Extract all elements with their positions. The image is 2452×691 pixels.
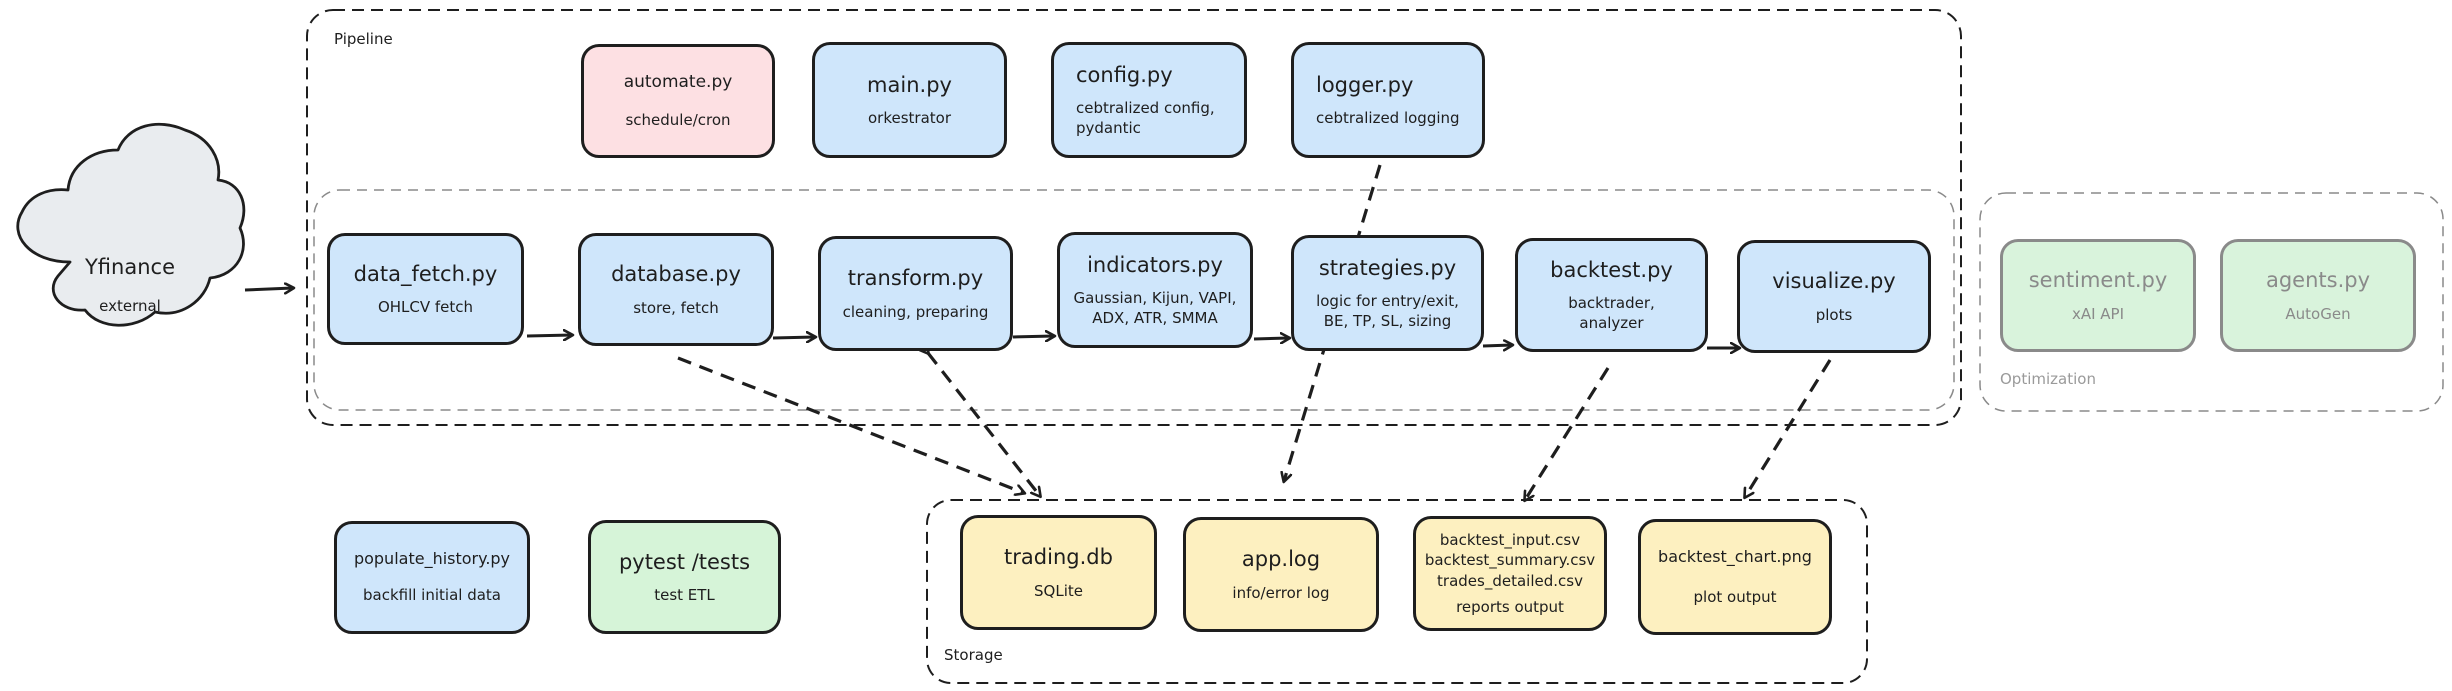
visualize-node[interactable]: visualize.py plots — [1737, 240, 1931, 353]
data-fetch-subtitle: OHLCV fetch — [377, 298, 474, 316]
strategies-node[interactable]: strategies.py logic for entry/exit, BE, … — [1291, 235, 1484, 351]
sentiment-subtitle: xAI API — [2071, 304, 2125, 323]
agents-title: agents.py — [2265, 268, 2371, 293]
transform-node[interactable]: transform.py cleaning, preparing — [818, 236, 1013, 351]
arrow-backtest-to-reports — [1525, 367, 1610, 500]
indicators-title: indicators.py — [1087, 252, 1223, 277]
logger-node[interactable]: logger.py cebtralized logging — [1291, 42, 1485, 158]
visualize-title: visualize.py — [1772, 269, 1896, 294]
config-node[interactable]: config.py cebtralized config, pydantic — [1051, 42, 1247, 158]
storage-group-label: Storage — [944, 646, 1003, 664]
reports-subtitle: reports output — [1456, 597, 1564, 616]
backtest-subtitle: backtrader, analyzer — [1568, 293, 1655, 333]
automate-title: automate.py — [623, 72, 733, 93]
reports-node[interactable]: backtest_input.csv backtest_summary.csv … — [1413, 516, 1607, 631]
data-fetch-title: data_fetch.py — [353, 261, 498, 286]
app-log-node[interactable]: app.log info/error log — [1183, 517, 1379, 632]
backtest-title: backtest.py — [1550, 257, 1673, 282]
yfinance-cloud-shape — [16, 122, 246, 327]
populate-history-subtitle: backfill initial data — [362, 586, 501, 605]
arrow-visualize-to-chart — [1745, 359, 1832, 497]
chart-node[interactable]: backtest_chart.png plot output — [1638, 519, 1832, 635]
yfinance-node[interactable]: Yfinance external — [60, 255, 200, 315]
app-log-title: app.log — [1241, 547, 1321, 572]
strategies-subtitle: logic for entry/exit, BE, TP, SL, sizing — [1316, 291, 1459, 331]
chart-title: backtest_chart.png — [1658, 546, 1812, 566]
populate-history-title: populate_history.py — [353, 549, 511, 569]
transform-title: transform.py — [847, 266, 984, 291]
agents-node[interactable]: agents.py AutoGen — [2220, 239, 2416, 352]
agents-subtitle: AutoGen — [2285, 304, 2351, 323]
yfinance-subtitle: external — [99, 297, 161, 315]
sentiment-node[interactable]: sentiment.py xAI API — [2000, 239, 2196, 352]
database-node[interactable]: database.py store, fetch — [578, 233, 774, 346]
indicators-node[interactable]: indicators.py Gaussian, Kijun, VAPI, ADX… — [1057, 232, 1253, 348]
pipeline-group-frame — [306, 9, 1962, 426]
storage-group-frame — [926, 499, 1868, 684]
indicators-subtitle: Gaussian, Kijun, VAPI, ADX, ATR, SMMA — [1073, 288, 1237, 328]
database-subtitle: store, fetch — [633, 298, 719, 317]
pytest-node[interactable]: pytest /tests test ETL — [588, 520, 781, 634]
config-title: config.py — [1076, 62, 1173, 87]
app-log-subtitle: info/error log — [1232, 583, 1330, 602]
arrow-transform-to-indicators — [1012, 336, 1054, 337]
arrow-data-fetch-to-database — [526, 335, 572, 336]
trading-db-title: trading.db — [1004, 545, 1113, 570]
strategies-title: strategies.py — [1318, 255, 1457, 280]
populate-history-node[interactable]: populate_history.py backfill initial dat… — [334, 521, 530, 634]
trading-db-node[interactable]: trading.db SQLite — [960, 515, 1157, 630]
pytest-subtitle: test ETL — [654, 586, 715, 604]
chart-subtitle: plot output — [1693, 587, 1777, 606]
logger-subtitle: cebtralized logging — [1316, 109, 1460, 127]
backtest-node[interactable]: backtest.py backtrader, analyzer — [1515, 238, 1708, 352]
arrow-indicators-to-strategies — [1253, 338, 1289, 339]
visualize-subtitle: plots — [1815, 305, 1853, 324]
logger-title: logger.py — [1316, 72, 1414, 97]
trading-db-subtitle: SQLite — [1034, 581, 1083, 600]
database-title: database.py — [611, 262, 741, 287]
yfinance-title: Yfinance — [84, 255, 175, 279]
arrow-transform-trading-db — [928, 353, 1040, 496]
arrow-strategies-to-backtest — [1482, 345, 1512, 346]
arrow-yfinance-to-data-fetch — [244, 288, 293, 290]
reports-title: backtest_input.csv backtest_summary.csv … — [1424, 531, 1596, 590]
automate-node[interactable]: automate.py schedule/cron — [581, 44, 775, 158]
main-subtitle: orkestrator — [867, 109, 951, 127]
sentiment-title: sentiment.py — [2028, 268, 2168, 293]
optimization-group-frame — [1979, 192, 2444, 412]
optimization-group-label: Optimization — [2000, 370, 2096, 388]
main-title: main.py — [867, 72, 952, 97]
config-subtitle: cebtralized config, pydantic — [1076, 98, 1215, 138]
data-fetch-node[interactable]: data_fetch.py OHLCV fetch — [327, 233, 524, 345]
automate-subtitle: schedule/cron — [625, 110, 731, 129]
main-node[interactable]: main.py orkestrator — [812, 42, 1007, 158]
transform-subtitle: cleaning, preparing — [842, 302, 989, 321]
pytest-title: pytest /tests — [618, 549, 751, 574]
arrow-database-to-transform — [772, 337, 815, 338]
pipeline-group-label: Pipeline — [334, 30, 393, 48]
